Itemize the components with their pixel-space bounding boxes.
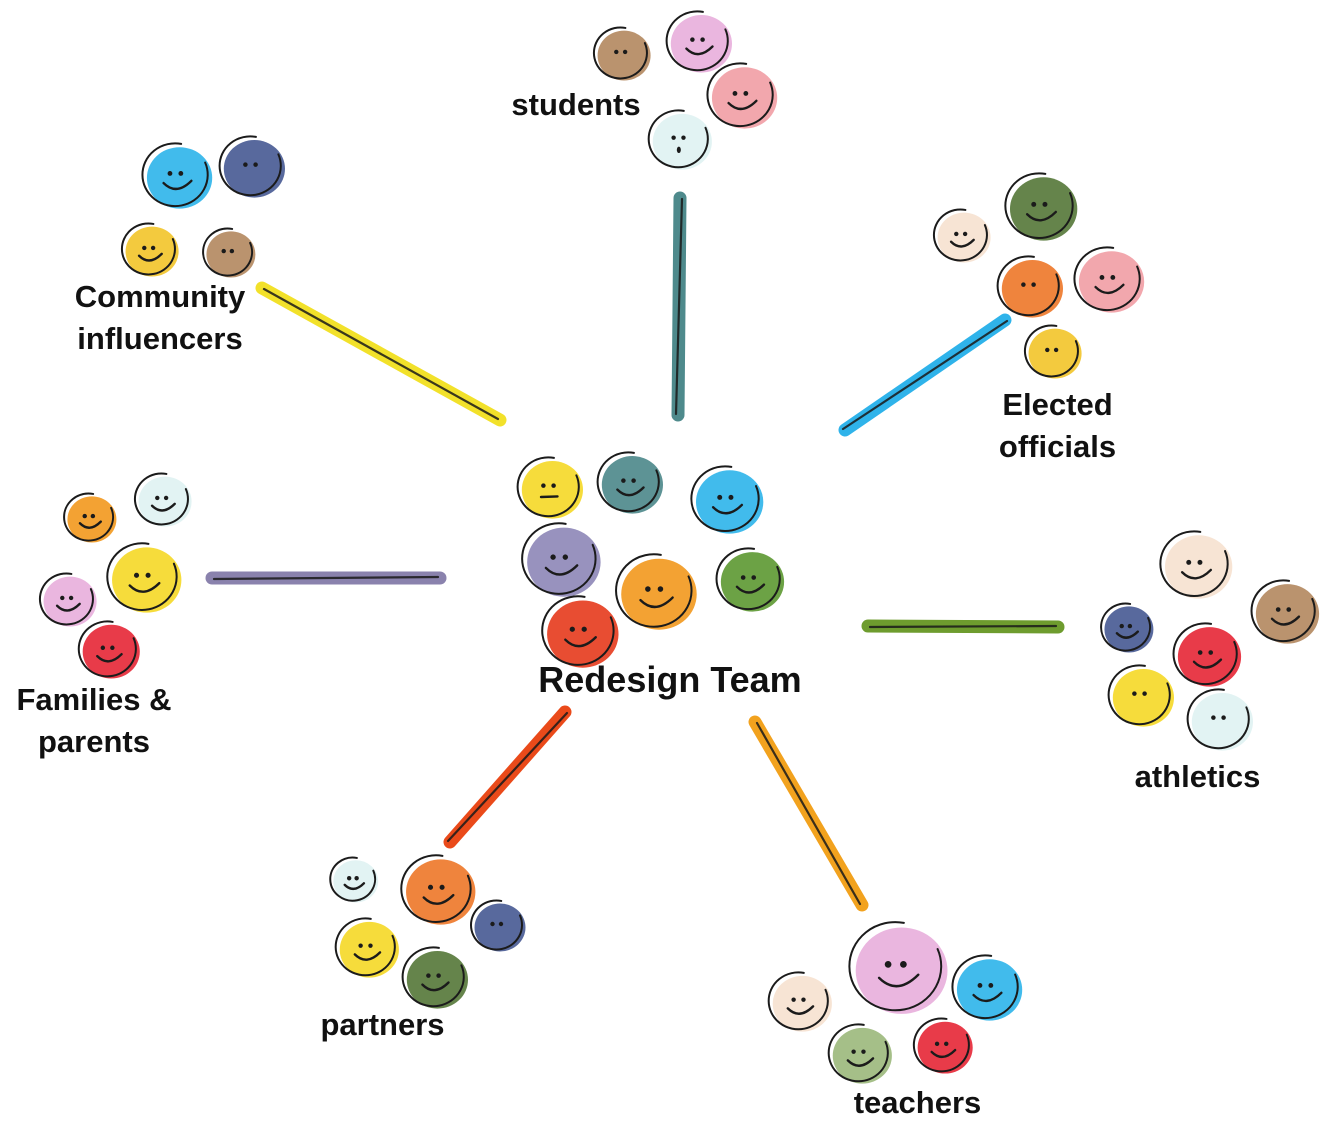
- label-partners-line-1: partners: [320, 1007, 445, 1042]
- face-icon: [218, 135, 285, 198]
- label-families-line-2: parents: [38, 724, 150, 759]
- face-icon: [1159, 530, 1233, 599]
- face-cluster-students: [592, 10, 778, 170]
- label-community-line-1: Community: [74, 279, 246, 314]
- face-icon: [470, 899, 526, 952]
- face-cluster-community: [120, 135, 285, 278]
- face-icon: [912, 1017, 973, 1074]
- connector-teachers: [748, 715, 869, 912]
- connector-community: [255, 281, 507, 427]
- face-icon: [1100, 602, 1154, 653]
- face-icon: [120, 222, 179, 277]
- face-icon: [647, 109, 712, 170]
- face-icon: [1172, 622, 1242, 687]
- face-icon: [334, 917, 399, 978]
- face-icon: [932, 208, 991, 263]
- face-icon: [1107, 664, 1174, 727]
- face-icon: [715, 547, 785, 612]
- face-icon: [541, 595, 619, 668]
- face-icon: [615, 553, 697, 630]
- connector-athletics: [861, 619, 1065, 634]
- face-icon: [521, 522, 601, 597]
- face-cluster-partners: [329, 854, 526, 1009]
- face-icon: [202, 227, 256, 278]
- face-icon: [827, 1023, 892, 1084]
- connector-partners: [443, 705, 572, 849]
- face-icon: [106, 542, 182, 613]
- label-families-parents: Families & parents: [0, 679, 188, 763]
- face-icon: [1023, 324, 1082, 379]
- label-community-influencers: Community influencers: [55, 276, 265, 360]
- face-icon: [38, 572, 97, 627]
- label-athletics: athletics: [1115, 756, 1280, 798]
- connector-elected: [838, 313, 1012, 437]
- face-cluster-families: [38, 472, 192, 679]
- connector-families: [205, 571, 447, 585]
- face-icon: [1186, 688, 1253, 751]
- face-icon: [1073, 246, 1145, 313]
- face-icon: [329, 856, 379, 903]
- face-icon: [1004, 172, 1078, 241]
- label-partners: partners: [305, 1004, 460, 1046]
- face-icon: [141, 142, 213, 209]
- face-icon: [400, 854, 476, 925]
- face-icon: [596, 451, 664, 514]
- label-community-line-2: influencers: [77, 321, 243, 356]
- face-icon: [401, 946, 468, 1009]
- face-icon: [516, 456, 584, 519]
- connector-students: [671, 191, 687, 422]
- center-label-text: Redesign Team: [538, 659, 802, 700]
- face-icon: [592, 26, 651, 81]
- label-elected-line-1: Elected: [1002, 387, 1113, 422]
- face-icon: [665, 10, 733, 73]
- face-icon: [848, 921, 948, 1014]
- label-students-line-1: students: [511, 87, 641, 122]
- label-elected-officials: Elected officials: [975, 384, 1140, 468]
- face-icon: [1250, 579, 1320, 644]
- face-icon: [767, 971, 832, 1032]
- face-icon: [951, 954, 1023, 1021]
- label-teachers-line-1: teachers: [853, 1085, 982, 1120]
- face-cluster-elected: [932, 172, 1145, 379]
- face-icon: [133, 472, 192, 527]
- face-icon: [63, 492, 117, 543]
- label-athletics-line-1: athletics: [1134, 759, 1261, 794]
- label-families-line-1: Families &: [16, 682, 172, 717]
- center-label: Redesign Team: [530, 658, 810, 702]
- face-cluster-teachers: [767, 921, 1023, 1084]
- face-clusters: [38, 10, 1320, 1084]
- face-cluster-center: [516, 451, 785, 668]
- face-icon: [690, 465, 764, 534]
- label-elected-line-2: officials: [998, 429, 1117, 464]
- label-teachers: teachers: [840, 1082, 995, 1124]
- face-icon: [77, 620, 140, 679]
- connector-lines: [205, 191, 1065, 912]
- face-cluster-athletics: [1100, 530, 1320, 751]
- face-icon: [706, 62, 778, 129]
- face-icon: [996, 255, 1063, 318]
- label-students: students: [500, 84, 652, 126]
